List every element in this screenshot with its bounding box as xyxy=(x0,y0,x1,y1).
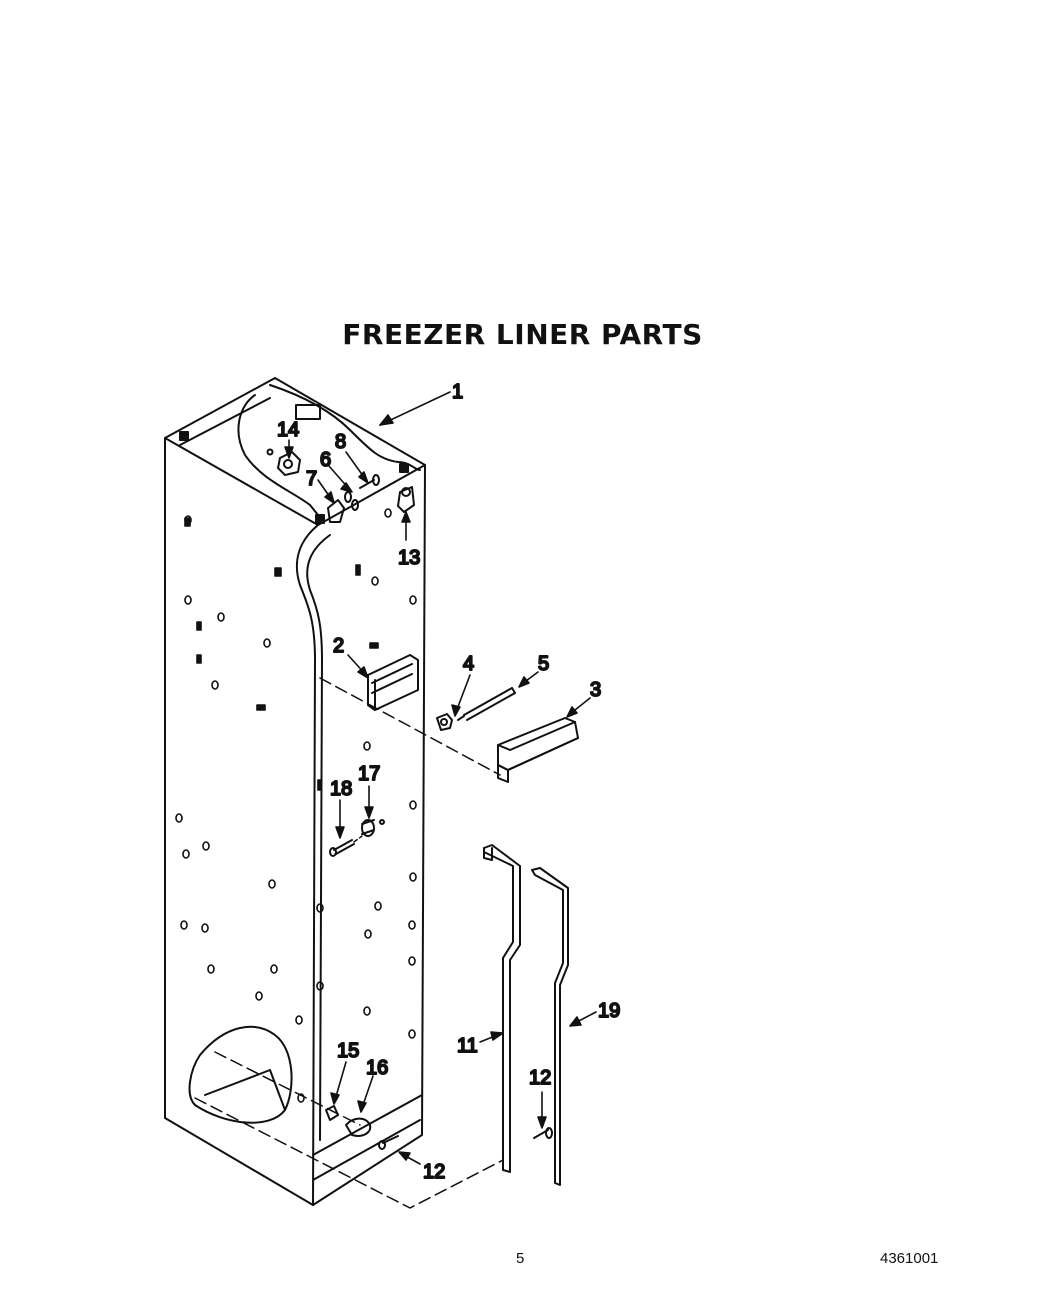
callout-15: 15 xyxy=(337,1040,359,1062)
liner-mounting-holes xyxy=(175,508,417,1103)
callout-6: 6 xyxy=(320,449,331,471)
alignment-line-screw-18 xyxy=(353,835,363,843)
rail-part-11 xyxy=(483,844,521,1173)
callout-17: 17 xyxy=(358,763,380,785)
trim-cover-part-3 xyxy=(497,717,579,783)
callout-8: 8 xyxy=(335,431,346,453)
screw-part-18 xyxy=(329,839,355,857)
callout-leaders xyxy=(284,391,597,1165)
screw-part-12-bottom xyxy=(378,1135,399,1150)
bumper-part-17 xyxy=(361,819,385,837)
clip-part-15 xyxy=(325,1105,339,1121)
callout-19: 19 xyxy=(598,1000,620,1022)
spacer-part-7 xyxy=(327,499,345,523)
shelf-bracket-part-2 xyxy=(367,654,419,711)
callout-12-rail: 12 xyxy=(529,1067,551,1089)
alignment-line-bottom xyxy=(194,1051,504,1209)
callout-12-bottom: 12 xyxy=(423,1161,445,1183)
damper-part-14 xyxy=(266,448,301,476)
callout-14: 14 xyxy=(277,419,299,441)
page-title: FREEZER LINER PARTS xyxy=(342,318,703,351)
callout-5: 5 xyxy=(538,653,549,675)
washer-part-6 xyxy=(344,491,359,511)
rod-part-5 xyxy=(457,687,516,721)
callout-16: 16 xyxy=(366,1057,388,1079)
callout-1: 1 xyxy=(452,381,463,403)
callout-11: 11 xyxy=(457,1035,478,1057)
bracket-part-16 xyxy=(345,1117,372,1137)
alignment-line-shelf xyxy=(319,677,501,776)
screw-part-12-rail xyxy=(533,1127,553,1139)
callout-13: 13 xyxy=(398,547,420,569)
callout-4: 4 xyxy=(463,653,474,675)
rail-part-19 xyxy=(531,867,569,1186)
callout-2: 2 xyxy=(333,635,344,657)
callout-18: 18 xyxy=(330,778,352,800)
screw-part-8 xyxy=(359,474,380,489)
clip-part-4 xyxy=(436,713,453,731)
freezer-liner-part-1 xyxy=(164,377,426,1206)
document-number: 4361001 xyxy=(880,1250,939,1267)
callout-3: 3 xyxy=(590,679,601,701)
page-number: 5 xyxy=(516,1250,525,1267)
callout-7: 7 xyxy=(306,468,317,490)
lamp-socket-part-13 xyxy=(397,486,415,513)
